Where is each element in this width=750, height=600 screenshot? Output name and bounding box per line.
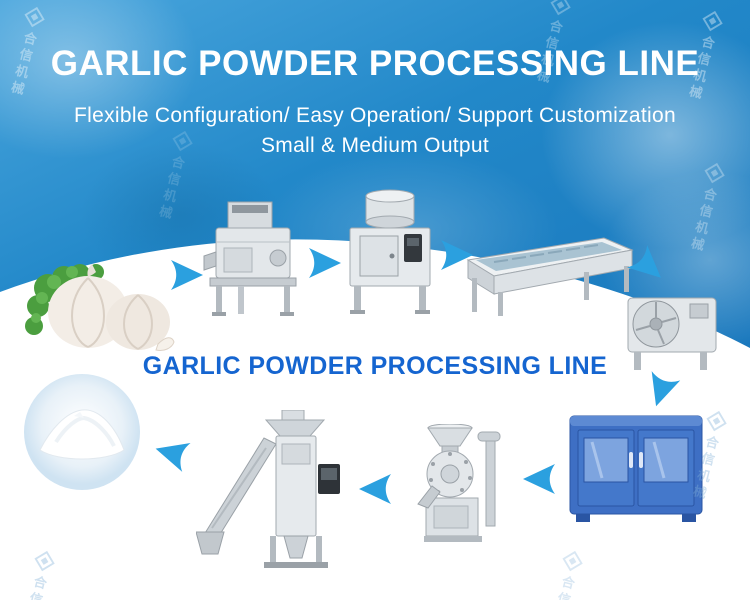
flow-arrow-icon (624, 242, 675, 293)
flow-arrow-icon (306, 246, 344, 280)
watermark-text: 合信机械 (543, 573, 578, 600)
brand-watermark: 合信机械 (13, 547, 59, 600)
flow-arrow-icon (356, 472, 394, 506)
packing-machine-image (195, 409, 346, 573)
page-title: GARLIC POWDER PROCESSING LINE (50, 44, 700, 83)
subtitle-line-2: Small & Medium Output (260, 134, 490, 157)
flow-arrow-icon (639, 368, 683, 415)
grinding-machine-image (398, 423, 516, 551)
crusher-machine-image (198, 200, 308, 323)
diamond-icon (706, 410, 727, 432)
garlic-powder-image (22, 372, 142, 497)
peeling-machine-image (340, 188, 440, 321)
fresh-garlic-image (20, 250, 175, 360)
diamond-icon (34, 550, 55, 572)
flow-heading: GARLIC POWDER PROCESSING LINE (142, 352, 608, 380)
brand-watermark: 合信机械 (541, 547, 587, 600)
flow-arrow-icon (148, 431, 194, 474)
flow-arrow-icon (520, 462, 558, 496)
subtitle-line-1: Flexible Configuration/ Easy Operation/ … (74, 104, 676, 127)
watermark-text: 合信机械 (15, 573, 50, 600)
flow-arrow-icon (438, 238, 476, 272)
drying-machine-image (566, 412, 706, 529)
washing-machine-image (464, 230, 634, 325)
flow-arrow-icon (168, 258, 206, 292)
slicing-machine-image (612, 292, 724, 379)
diamond-icon (562, 550, 583, 572)
